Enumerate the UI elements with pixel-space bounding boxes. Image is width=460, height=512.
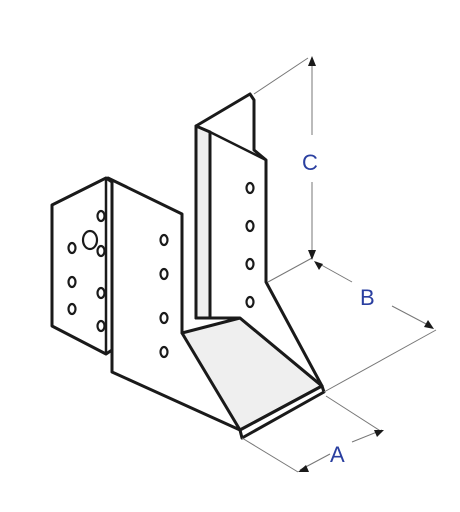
flange-holes [67, 209, 106, 333]
dimension-a: A [241, 395, 384, 473]
dimension-a-label: A [330, 442, 345, 467]
dimension-b-label: B [360, 285, 375, 310]
back-plate [194, 92, 324, 388]
dimension-b: B [314, 261, 437, 393]
back-plate-holes [245, 181, 255, 309]
side-plate-holes [159, 233, 169, 359]
dimension-c: C [253, 56, 318, 283]
dimension-c-label: C [302, 150, 318, 175]
